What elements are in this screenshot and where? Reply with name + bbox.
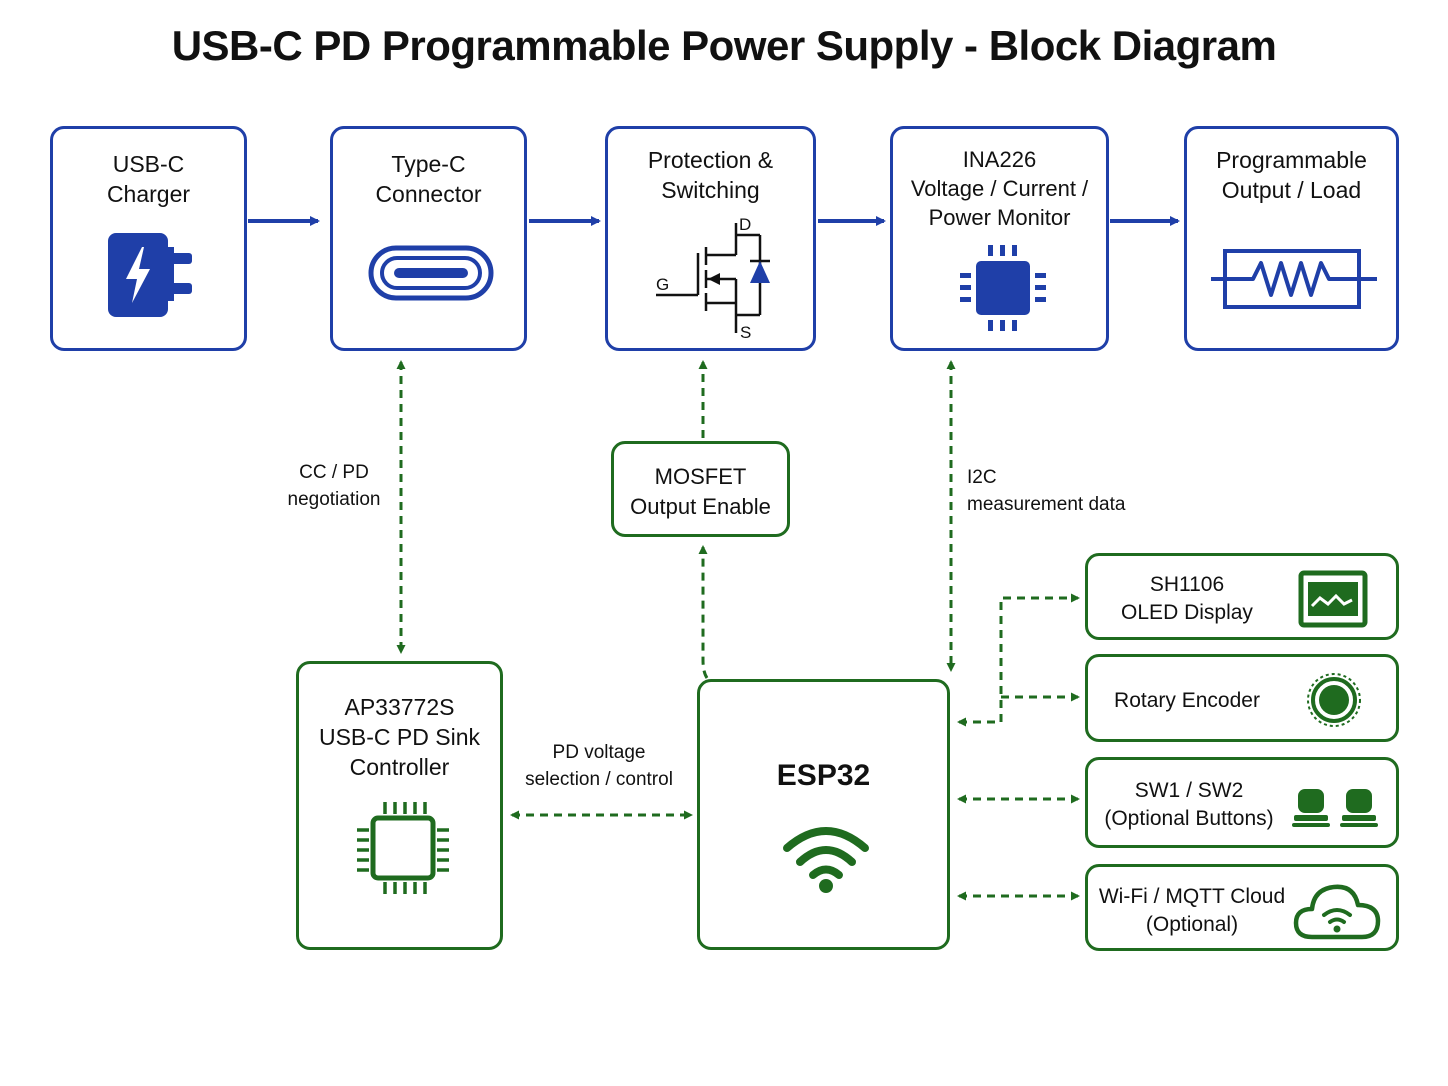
rotary-encoder-block: Rotary Encoder xyxy=(1085,654,1399,742)
cloud-wifi-icon xyxy=(1293,884,1381,940)
gate-pin-label: G xyxy=(656,275,670,294)
charger-icon xyxy=(108,233,192,317)
mosfet-symbol-icon xyxy=(656,223,770,333)
oled-link xyxy=(957,593,1080,727)
esp32-to-mosfet-link xyxy=(698,545,709,679)
wifi-mqtt-cloud-label: Wi-Fi / MQTT Cloud(Optional) xyxy=(1098,885,1286,936)
usb-c-port-icon xyxy=(368,245,494,301)
diagram-title: USB-C PD Programmable Power Supply - Blo… xyxy=(171,22,1277,69)
source-pin-label: S xyxy=(740,323,752,342)
chip-icon xyxy=(357,802,449,894)
drain-pin-label: D xyxy=(739,215,752,234)
esp32-title: ESP32 xyxy=(776,759,871,792)
wifi-mqtt-cloud-block: Wi-Fi / MQTT Cloud(Optional) xyxy=(1085,864,1399,951)
protection-switching-block: Protection &Switching D xyxy=(605,126,816,351)
resistor-icon xyxy=(1211,249,1377,309)
rotary-knob-icon xyxy=(1307,673,1361,727)
esp32-block: ESP32 xyxy=(697,679,950,950)
rotary-encoder-label: Rotary Encoder xyxy=(1114,689,1260,712)
optional-buttons-block: SW1 / SW2(Optional Buttons) xyxy=(1085,757,1399,848)
wifi-icon xyxy=(783,827,869,893)
optional-buttons-label: SW1 / SW2(Optional Buttons) xyxy=(1104,779,1274,830)
push-buttons-icon xyxy=(1292,789,1378,827)
chip-icon xyxy=(960,245,1046,331)
protection-switching-title: Protection &Switching xyxy=(647,147,774,203)
oled-display-icon xyxy=(1298,570,1368,628)
